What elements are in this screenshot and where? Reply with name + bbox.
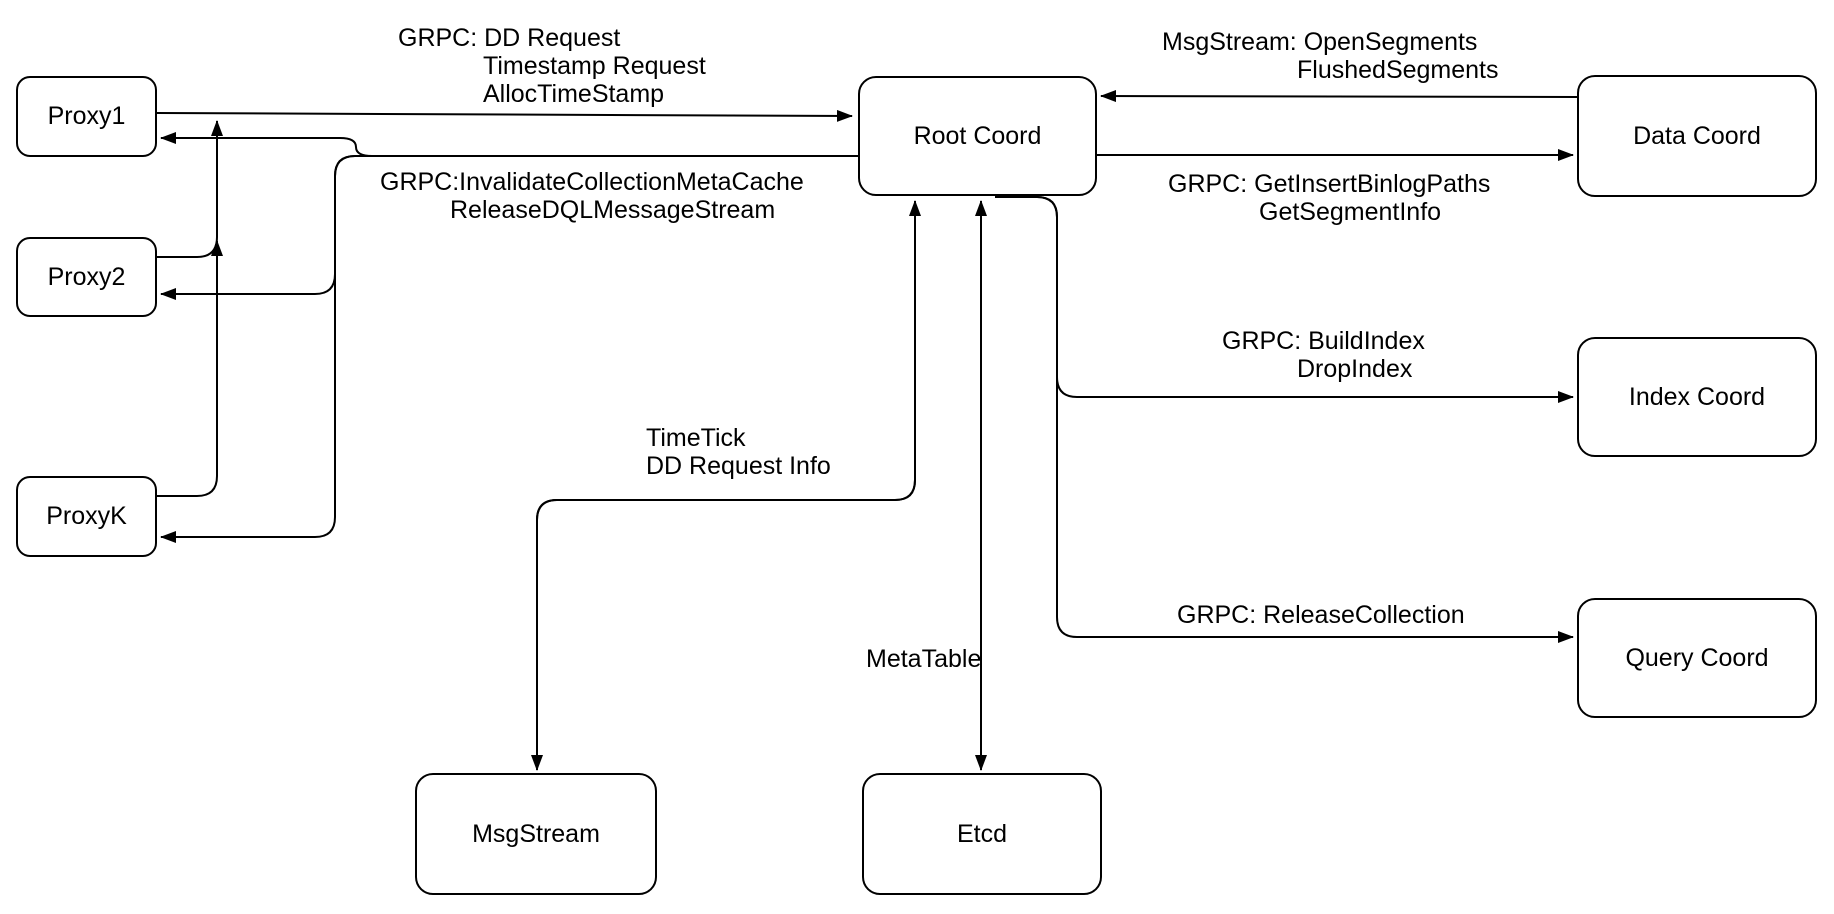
label-line: GRPC: ReleaseCollection xyxy=(1177,601,1465,629)
node-query-coord: Query Coord xyxy=(1577,598,1817,718)
node-proxy1: Proxy1 xyxy=(16,76,157,157)
node-proxyk-label: ProxyK xyxy=(46,502,127,530)
label-line: GRPC: DD Request xyxy=(398,24,621,52)
label-rootcoord-to-querycoord: GRPC: ReleaseCollection xyxy=(1177,601,1465,629)
label-line: Timestamp Request xyxy=(483,52,706,80)
label-line: AllocTimeStamp xyxy=(483,80,665,108)
label-line: GRPC: BuildIndex xyxy=(1222,327,1425,355)
edge-rootcoord-to-querycoord xyxy=(995,196,1574,643)
label-line: DropIndex xyxy=(1297,355,1413,383)
label-line: GRPC: GetInsertBinlogPaths xyxy=(1168,170,1491,198)
label-rootcoord-to-msgstream: TimeTick DD Request Info xyxy=(646,424,831,480)
node-data-coord-label: Data Coord xyxy=(1633,121,1761,150)
node-etcd-label: Etcd xyxy=(956,819,1008,848)
label-line: FlushedSegments xyxy=(1297,56,1499,84)
label-rootcoord-to-proxies: GRPC:InvalidateCollectionMetaCache Relea… xyxy=(380,168,804,224)
node-msgstream: MsgStream xyxy=(415,773,657,895)
label-line: GetSegmentInfo xyxy=(1259,198,1442,226)
node-query-coord-label: Query Coord xyxy=(1625,643,1769,672)
edge-proxyk-merge xyxy=(157,240,223,497)
node-root-coord-label: Root Coord xyxy=(913,121,1042,150)
label-rootcoord-to-datacoord: GRPC: GetInsertBinlogPaths GetSegmentInf… xyxy=(1168,170,1490,226)
node-index-coord: Index Coord xyxy=(1577,337,1817,457)
label-line: GRPC:InvalidateCollectionMetaCache xyxy=(380,168,804,196)
edge-proxies-to-rootcoord xyxy=(156,109,853,122)
edge-rootcoord-to-proxyk xyxy=(160,155,858,543)
node-proxy2-label: Proxy2 xyxy=(47,262,126,291)
label-proxies-to-rootcoord: GRPC: DD Request Timestamp Request Alloc… xyxy=(398,24,706,108)
edge-rootcoord-to-msgstream xyxy=(531,201,916,771)
label-line: TimeTick xyxy=(646,424,746,452)
edge-rootcoord-to-proxy1 xyxy=(160,132,858,157)
label-line: DD Request Info xyxy=(646,452,831,480)
edge-datacoord-to-rootcoord xyxy=(1100,90,1578,103)
label-line: ReleaseDQLMessageStream xyxy=(450,196,776,224)
label-line: MsgStream: OpenSegments xyxy=(1162,28,1478,56)
node-proxy1-label: Proxy1 xyxy=(47,102,126,130)
label-datacoord-to-rootcoord: MsgStream: OpenSegments FlushedSegments xyxy=(1162,28,1499,84)
label-line: MetaTable xyxy=(866,645,982,673)
label-rootcoord-to-indexcoord: GRPC: BuildIndex DropIndex xyxy=(1222,327,1425,383)
node-proxy2: Proxy2 xyxy=(16,237,157,317)
node-root-coord: Root Coord xyxy=(858,76,1097,196)
node-msgstream-label: MsgStream xyxy=(472,819,600,848)
edge-msgstream-to-rootcoord xyxy=(536,200,921,770)
label-rootcoord-to-etcd: MetaTable xyxy=(866,645,981,673)
node-index-coord-label: Index Coord xyxy=(1628,382,1766,411)
node-proxyk: ProxyK xyxy=(16,476,157,557)
edge-proxy2-merge xyxy=(157,120,223,258)
node-data-coord: Data Coord xyxy=(1577,75,1817,197)
node-etcd: Etcd xyxy=(862,773,1102,895)
